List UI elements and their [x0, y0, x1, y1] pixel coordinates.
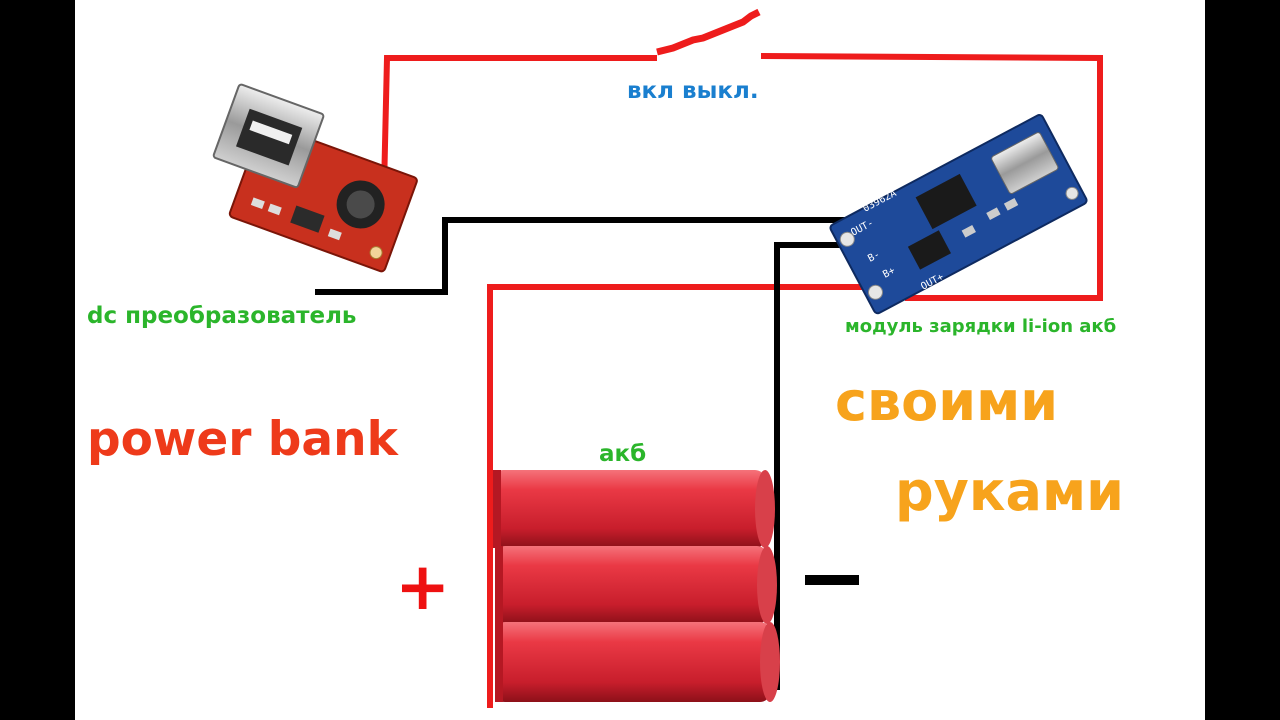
wiring-diagram: 03962A OUT- OUT+ B- B+: [212, 8, 1103, 708]
charger-chip: [915, 173, 977, 230]
power-bank-label: power bank: [87, 412, 398, 467]
charging-module-label: модуль зарядки li-ion акб: [845, 316, 1117, 337]
charging-module-board: [829, 114, 1088, 315]
title-line-1: своими: [835, 370, 1059, 433]
switch-label: вкл выкл.: [627, 78, 759, 104]
battery-label: акб: [599, 441, 647, 467]
title-line-2: руками: [895, 460, 1124, 523]
wire-battery-negative: [774, 242, 850, 690]
micro-usb-port: [991, 132, 1059, 194]
plus-sign: +: [395, 548, 451, 625]
wire-converter-negative: [315, 217, 847, 295]
minus-sign: [805, 575, 859, 585]
board-print-b-plus: B+: [881, 265, 897, 280]
board-print-b-minus: B-: [866, 249, 882, 264]
wire-battery-positive: [487, 284, 887, 708]
dc-converter-label: dc преобразователь: [87, 303, 357, 329]
dc-converter-board: [212, 83, 418, 273]
battery-cell: [495, 622, 780, 702]
wire-converter-to-switch: [380, 55, 657, 233]
switch-lever: [656, 8, 761, 56]
battery-cell: [495, 546, 777, 624]
wire-switch-to-module: [760, 53, 1103, 301]
battery-cell: [493, 470, 775, 548]
battery-pack: [493, 470, 780, 702]
diagram-canvas: 03962A OUT- OUT+ B- B+: [75, 0, 1205, 720]
negative-wires: [315, 217, 850, 690]
